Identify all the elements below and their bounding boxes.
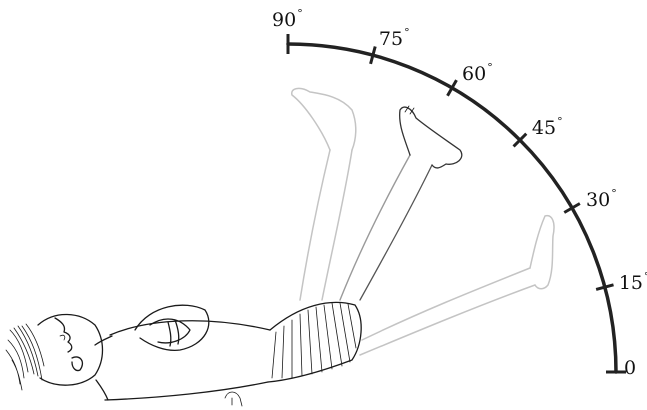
- scale-arc: [288, 44, 616, 372]
- leg-mid: [340, 106, 462, 300]
- scale-labels: 90°75°60°45°30°15°0: [272, 7, 647, 379]
- torso: [105, 302, 361, 406]
- scale-label-30: 30: [586, 189, 610, 211]
- scale-label-0: 0: [624, 357, 636, 379]
- scale-label-90: 90: [272, 9, 296, 31]
- angle-scale: 90°75°60°45°30°15°0: [272, 7, 647, 379]
- scale-label-45: 45: [532, 117, 556, 139]
- degree-symbol: °: [404, 26, 410, 39]
- ghost-leg-low: [360, 216, 554, 355]
- head: [6, 314, 112, 400]
- scale-label-75: 75: [379, 28, 403, 50]
- scale-label-60: 60: [462, 63, 486, 85]
- person-supine-leg-raise-icon: [6, 88, 554, 406]
- degree-symbol: °: [297, 7, 303, 20]
- scale-ticks: [288, 34, 626, 372]
- degree-symbol: °: [487, 61, 493, 74]
- scale-label-15: 15: [619, 272, 643, 294]
- ghost-leg-high: [292, 88, 356, 300]
- degree-symbol: °: [611, 187, 617, 200]
- degree-symbol: °: [557, 115, 563, 128]
